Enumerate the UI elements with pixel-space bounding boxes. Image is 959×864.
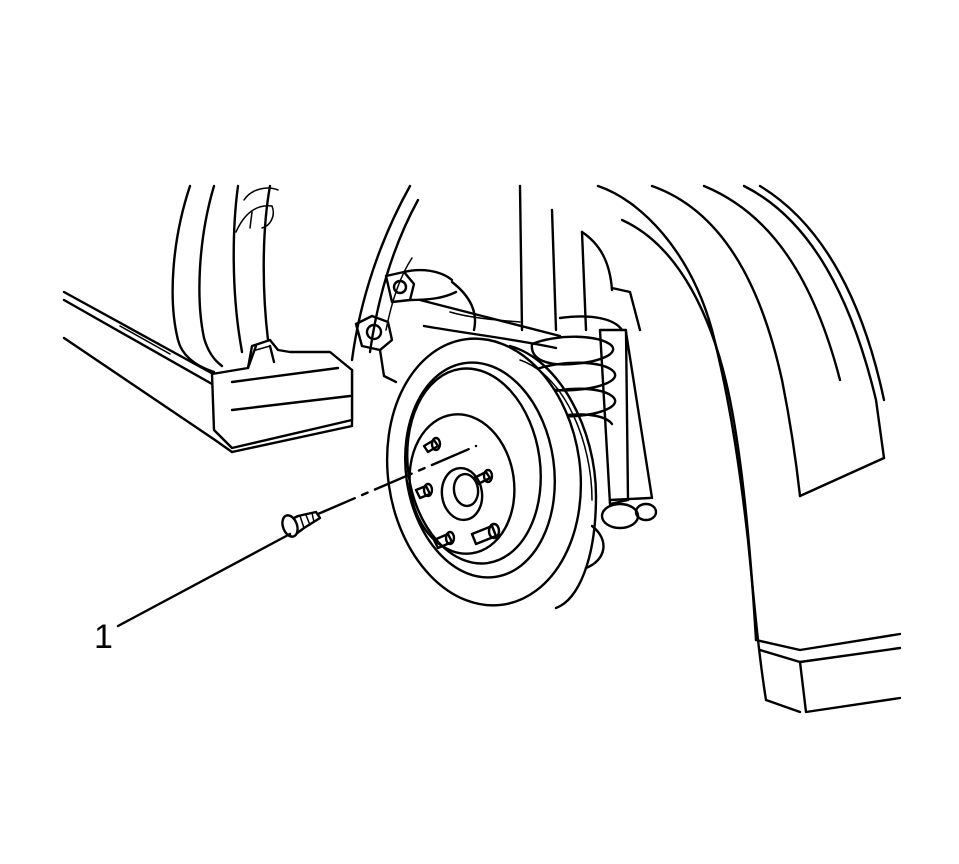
body-side-panel [62,184,354,454]
fastener [281,510,322,538]
wheel-stud [470,522,501,546]
fender-outer [596,184,902,714]
wheel-stud [432,530,456,550]
callout-number: 1 [94,618,113,656]
wheelhouse-liner [210,184,420,450]
callout-1: 1 [94,532,292,656]
wheel-stud [422,436,442,454]
knuckle-mount [354,268,562,384]
fastener-centerline [316,444,478,516]
wheel-studs [414,436,501,550]
wheel-stud [472,468,494,486]
wheel-stud [414,482,434,500]
leader-line [116,532,292,628]
coil-spring-strut [518,184,658,570]
